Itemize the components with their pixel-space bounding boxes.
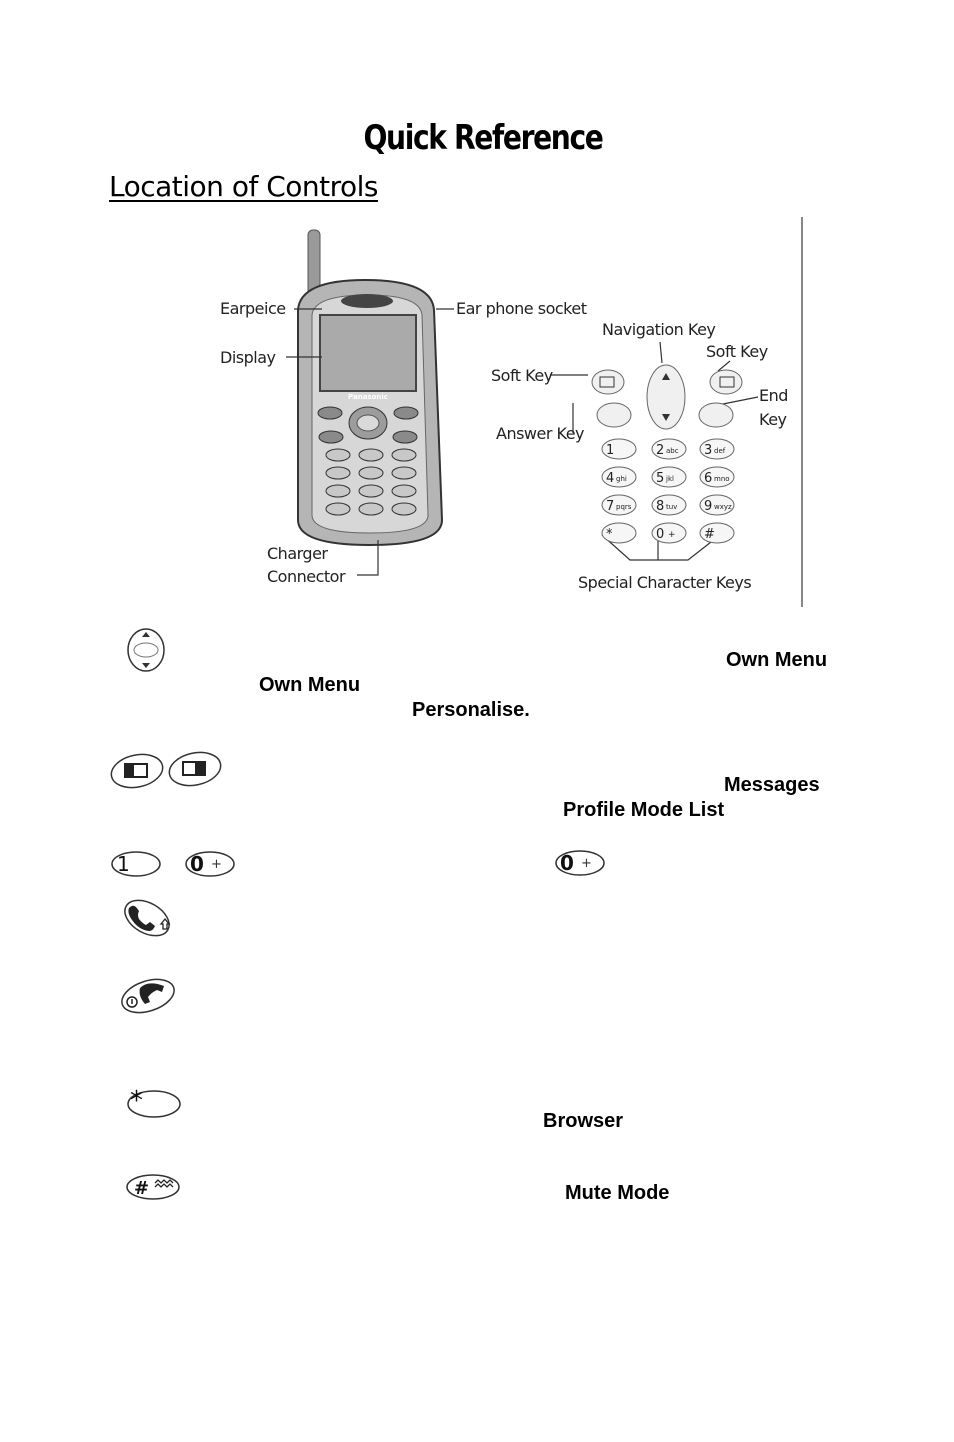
- right-soft-key-icon: [167, 750, 223, 788]
- key-0-glyph: 0: [190, 852, 204, 876]
- profile-mode-list-text: Profile Mode List: [563, 799, 724, 822]
- end-key-icon: [118, 976, 178, 1016]
- navigation-key-icon: [126, 627, 166, 673]
- mute-mode-text: Mute Mode: [565, 1182, 669, 1205]
- key-3: 3: [704, 443, 712, 458]
- label-soft-key-left: Soft Key: [491, 366, 553, 385]
- key-5-letters: jkl: [665, 475, 674, 483]
- brand-logo: Panasonic: [348, 393, 388, 401]
- key-1-icon: 1: [110, 849, 162, 879]
- key-1-glyph: 1: [117, 852, 130, 876]
- key-2: 2: [656, 443, 664, 458]
- label-soft-key-right: Soft Key: [706, 342, 768, 361]
- key-6: 6: [704, 471, 712, 486]
- key-1: 1: [606, 443, 614, 458]
- key-9-letters: wxyz: [714, 503, 732, 511]
- key-4-letters: ghi: [616, 475, 627, 483]
- phone-illustration: Panasonic: [298, 230, 442, 545]
- own-menu-text: Own Menu: [726, 649, 827, 672]
- hash-key-icon: #: [124, 1171, 182, 1203]
- key-9: 9: [704, 499, 712, 514]
- section-heading: Location of Controls: [109, 170, 378, 203]
- key-hash: #: [704, 527, 715, 542]
- messages-text: Messages: [724, 774, 820, 797]
- key-0-plus: +: [668, 530, 676, 540]
- key-3-letters: def: [714, 447, 726, 455]
- answer-key-icon: [119, 898, 175, 938]
- key-star: *: [606, 527, 613, 542]
- key-5: 5: [656, 471, 664, 486]
- label-charger-line2: Connector: [267, 567, 346, 586]
- keypad-closeup: 1 2 abc 3 def 4 ghi 5 jkl 6 mno 7 pqrs 8…: [592, 365, 742, 543]
- key-0: 0: [656, 527, 664, 542]
- phone-controls-diagram: Panasonic Earpeice Display Ear phone soc…: [210, 215, 810, 610]
- label-answer-key: Answer Key: [496, 424, 584, 443]
- label-charger-line1: Charger: [267, 544, 328, 563]
- key-0-plus-glyph-inline: +: [581, 856, 592, 871]
- label-earpiece: Earpeice: [220, 299, 286, 318]
- page-title: Quick Reference: [39, 118, 928, 158]
- key-2-letters: abc: [666, 447, 679, 455]
- personalise-text: Personalise.: [412, 699, 530, 722]
- key-7-letters: pqrs: [616, 503, 632, 511]
- label-special-character-keys: Special Character Keys: [578, 573, 751, 592]
- label-ear-phone-socket: Ear phone socket: [456, 299, 587, 318]
- key-0-icon: 0 +: [184, 849, 236, 879]
- label-navigation-key: Navigation Key: [602, 320, 715, 339]
- label-end-key-line1: End: [759, 386, 788, 405]
- key-6-letters: mno: [714, 475, 730, 483]
- key-4: 4: [606, 471, 614, 486]
- key-8-letters: tuv: [666, 503, 677, 511]
- key-0-glyph-inline: 0: [560, 851, 574, 875]
- key-0-plus-glyph: +: [211, 857, 222, 872]
- key-8: 8: [656, 499, 664, 514]
- browser-text: Browser: [543, 1110, 623, 1133]
- label-end-key-line2: Key: [759, 410, 787, 429]
- label-display: Display: [220, 348, 276, 367]
- key-0-icon-inline: 0 +: [554, 848, 606, 878]
- star-key-icon: *: [125, 1087, 183, 1121]
- hash-key-glyph: #: [134, 1178, 149, 1199]
- star-key-glyph: *: [130, 1087, 143, 1116]
- own-menu-text-2: Own Menu: [259, 674, 360, 697]
- left-soft-key-icon: [109, 752, 165, 790]
- key-7: 7: [606, 499, 614, 514]
